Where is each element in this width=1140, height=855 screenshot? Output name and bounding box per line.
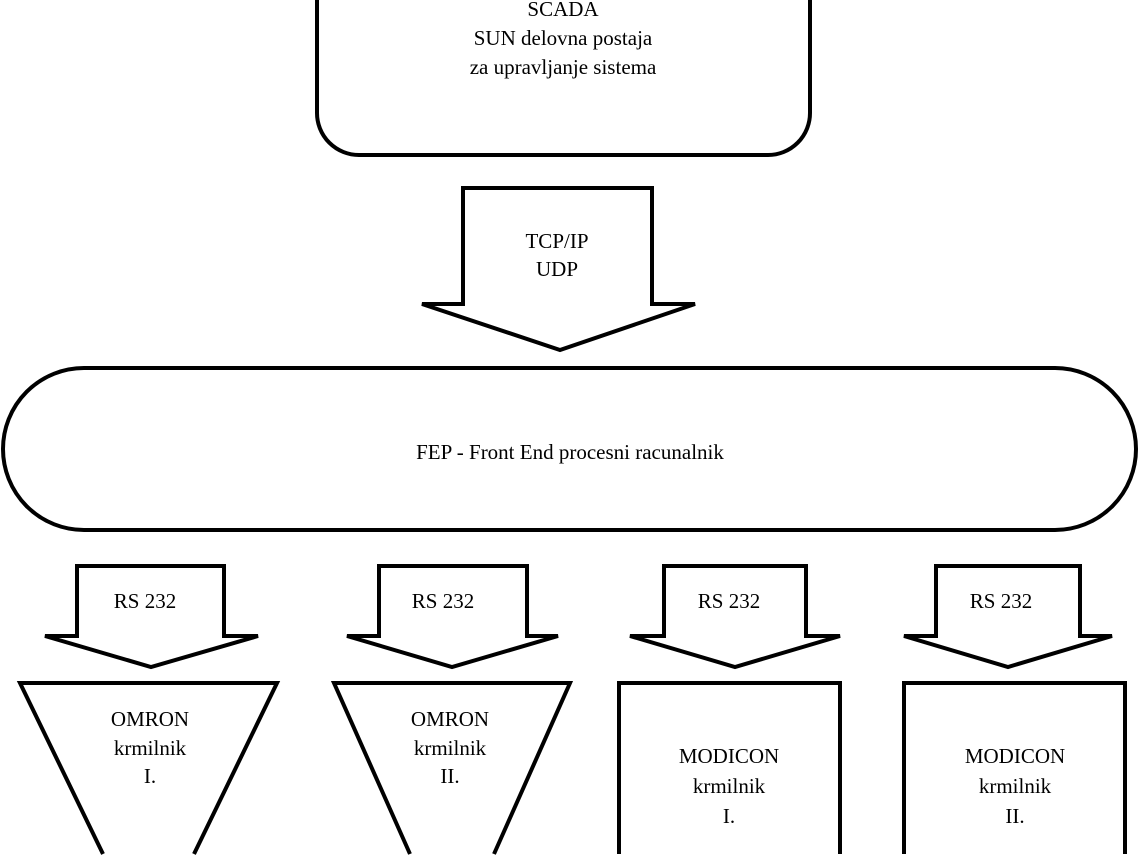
rs232-label: RS 232 <box>970 589 1032 613</box>
scada-title: SCADA <box>527 0 599 21</box>
controller-brand: MODICON <box>679 744 779 768</box>
modicon-controller-2: MODICON krmilnik II. <box>902 681 1127 854</box>
controller-number: I. <box>144 764 156 788</box>
controller-brand: MODICON <box>965 744 1065 768</box>
rs232-arrow-3: RS 232 <box>629 564 841 670</box>
scada-subtitle: SUN delovna postaja <box>474 26 653 50</box>
udp-label: UDP <box>536 257 578 281</box>
tcpip-label: TCP/IP <box>525 229 588 253</box>
controller-type: krmilnik <box>979 774 1052 798</box>
rs232-arrow-4: RS 232 <box>903 564 1113 670</box>
controller-brand: OMRON <box>111 707 189 731</box>
controller-type: krmilnik <box>414 736 487 760</box>
rs232-label: RS 232 <box>412 589 474 613</box>
fep-label: FEP - Front End procesni racunalnik <box>416 440 724 464</box>
scada-workstation-box: SCADA SUN delovna postaja za upravljanje… <box>315 0 812 157</box>
rs232-arrow-2: RS 232 <box>346 564 559 670</box>
controller-number: II. <box>440 764 459 788</box>
omron-controller-1: OMRON krmilnik I. <box>16 681 281 855</box>
controller-type: krmilnik <box>693 774 766 798</box>
rs232-label: RS 232 <box>114 589 176 613</box>
rs232-label: RS 232 <box>698 589 760 613</box>
controller-brand: OMRON <box>411 707 489 731</box>
rs232-arrow-1: RS 232 <box>44 564 259 670</box>
tcpip-arrow: TCP/IP UDP <box>421 186 696 353</box>
controller-type: krmilnik <box>114 736 187 760</box>
omron-controller-2: OMRON krmilnik II. <box>330 681 574 855</box>
fep-box: FEP - Front End procesni racunalnik <box>1 366 1138 532</box>
controller-number: I. <box>723 804 735 828</box>
modicon-controller-1: MODICON krmilnik I. <box>617 681 842 854</box>
controller-number: II. <box>1005 804 1024 828</box>
scada-description: za upravljanje sistema <box>470 55 657 79</box>
